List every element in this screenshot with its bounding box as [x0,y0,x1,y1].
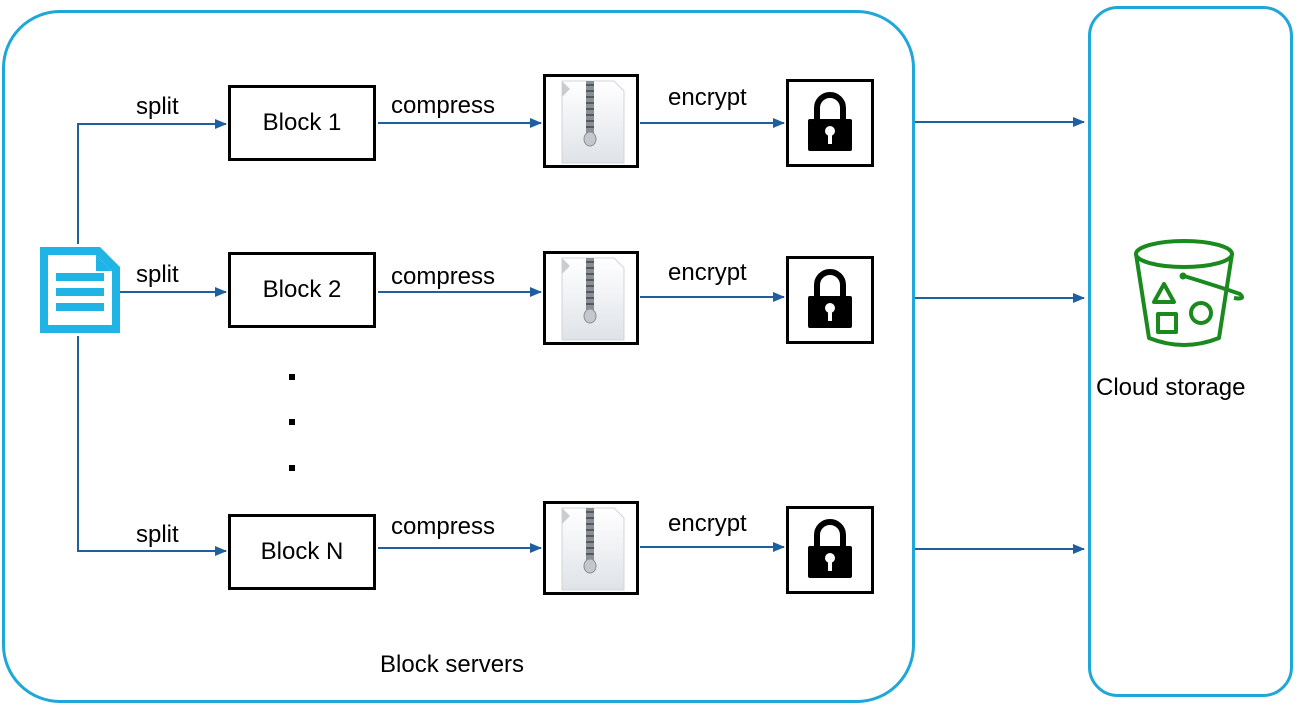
ellipsis-dot [289,374,295,380]
compress-label-2: compress [391,263,496,290]
block-servers-label: Block servers [380,651,525,678]
split-label-1: split [136,93,179,120]
split-arrow-1 [77,119,227,244]
zip-file-icon-2 [543,251,639,345]
split-label-n: split [136,521,179,548]
lock-icon-1 [786,79,874,167]
zip-file-icon-1 [543,74,639,168]
encrypt-label-2: encrypt [668,259,747,286]
encrypt-label-n: encrypt [668,510,747,537]
compress-label-1: compress [391,92,496,119]
block-n: Block N [228,514,376,590]
cloud-storage-container [1088,6,1293,697]
ellipsis-dot [289,419,295,425]
encrypt-label-1: encrypt [668,84,747,111]
lock-icon-2 [786,256,874,344]
lock-icon-n [786,506,874,594]
block-1: Block 1 [228,85,376,161]
block-2: Block 2 [228,252,376,328]
storage-bucket-icon [1134,239,1244,347]
compress-label-n: compress [391,513,496,540]
split-arrow-n [77,336,227,556]
ellipsis-dot [289,465,295,471]
zip-file-icon-n [543,501,639,595]
block-servers-container [2,10,915,703]
split-label-2: split [136,261,179,288]
cloud-storage-label: Cloud storage [1096,374,1246,401]
file-icon [40,247,120,333]
